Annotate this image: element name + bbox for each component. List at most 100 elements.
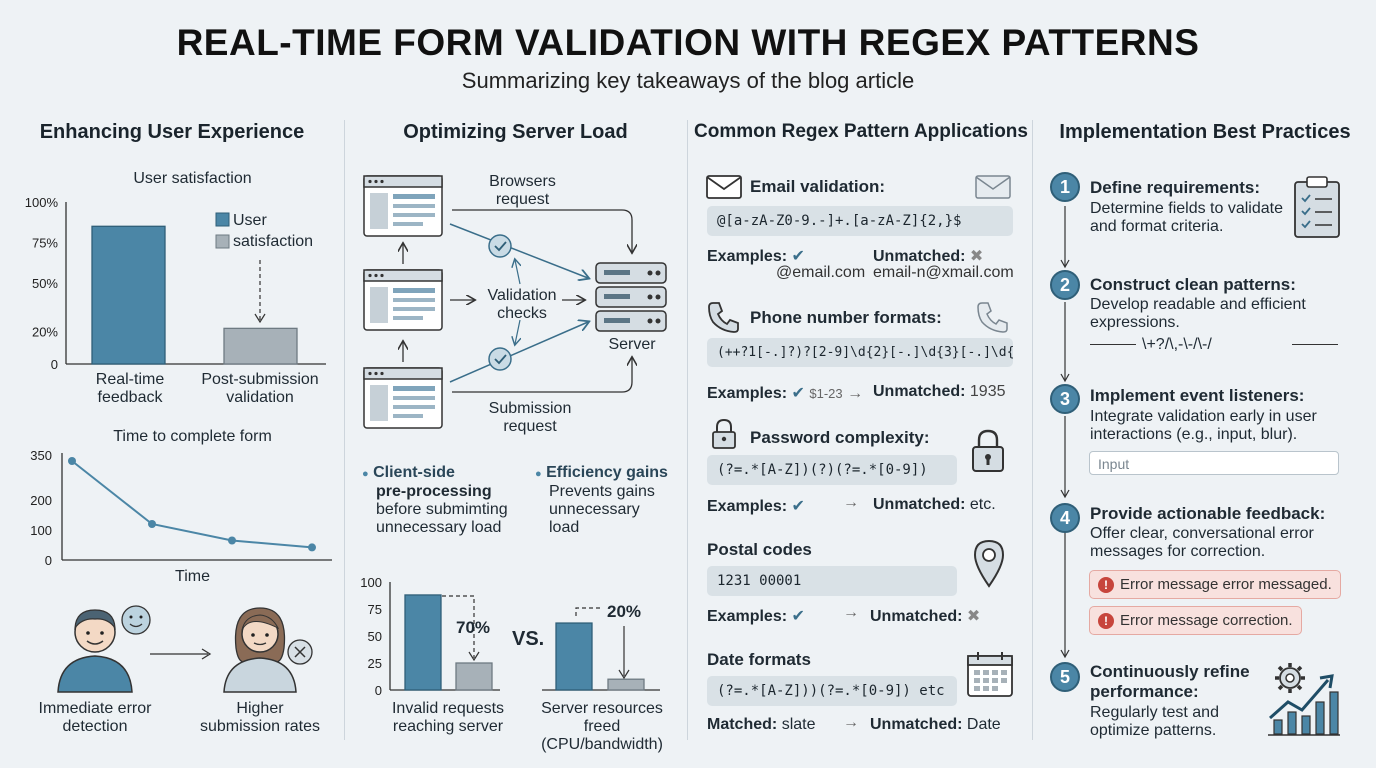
postal-title: Postal codes	[707, 540, 812, 559]
y-tick-label: 50%	[32, 276, 58, 291]
postal-unmatched: Unmatched: ✖	[870, 608, 981, 625]
arrow-right-icon: →	[843, 604, 859, 621]
col4-heading: Implementation Best Practices	[1059, 121, 1351, 143]
demo-input-field[interactable]: Input	[1089, 451, 1339, 475]
bullet-client-side: ● Client-side pre-processing before subm…	[362, 464, 508, 536]
step-number-1: 1	[1050, 172, 1080, 202]
arrow-right-icon	[150, 648, 212, 660]
browser-window-icon	[363, 175, 443, 237]
line-point	[68, 457, 76, 465]
y-tick-label: 75%	[32, 236, 58, 251]
date-unmatched: Unmatched: Date	[870, 716, 1001, 733]
browser-window-icon	[363, 367, 443, 429]
pct-label-70: 70%	[456, 618, 491, 637]
email-example-value: @email.com	[776, 264, 866, 281]
y-tick-label: 20%	[32, 325, 58, 340]
password-unmatched: Unmatched: etc.	[873, 496, 996, 513]
arrow-right-icon: →	[843, 494, 859, 511]
postal-code-example: 1231 00001	[707, 566, 957, 596]
line-point	[148, 520, 156, 528]
y-tick-label: 0	[375, 683, 382, 698]
column-divider	[344, 120, 345, 740]
y-tick-label: 100	[360, 575, 382, 590]
pct-label-20: 20%	[607, 602, 642, 621]
y-tick-label: 0	[51, 357, 58, 372]
line-point	[308, 543, 316, 552]
email-examples: Examples: ✔	[707, 248, 805, 265]
column-divider	[687, 120, 688, 740]
password-title: Password complexity:	[750, 428, 930, 447]
legend-swatch-blue	[215, 212, 230, 227]
woman-user-icon	[223, 607, 297, 693]
bar	[91, 225, 166, 365]
error-message-2: !Error message correction.	[1089, 606, 1302, 635]
bar	[223, 327, 298, 365]
date-matched: Matched: slate	[707, 716, 816, 733]
col3-heading: Common Regex Pattern Applications	[694, 121, 1028, 142]
server-flow-diagram	[363, 175, 667, 429]
phone-regex-code: (++?1[-.]?)?[2-9]\d{2}[-.]\d{3}[-.]\d{4}	[707, 338, 1013, 367]
happy-user-icon	[57, 609, 133, 693]
close-circle-icon	[287, 639, 313, 665]
legend-label-user: User	[233, 212, 267, 229]
user-faces-illustration	[57, 605, 313, 693]
page-title: REAL-TIME FORM VALIDATION WITH REGEX PAT…	[176, 22, 1200, 63]
email-title: Email validation:	[750, 177, 886, 196]
email-unmatched: Unmatched: ✖	[873, 248, 984, 265]
y-tick-label: 100	[30, 523, 52, 538]
check-circle-icon	[488, 234, 512, 258]
step-number-5: 5	[1050, 662, 1080, 692]
column-divider	[1032, 120, 1033, 740]
vs-label: VS.	[512, 628, 545, 650]
col2-heading: Optimizing Server Load	[403, 121, 628, 143]
step-1-title: Define requirements:	[1090, 178, 1261, 197]
step-number-4: 4	[1050, 503, 1080, 533]
phone-examples: Examples: ✔ $1-23 →	[707, 385, 864, 402]
error-message-1: !Error message error messaged.	[1089, 570, 1341, 599]
bar-chart-caption: User satisfaction	[133, 170, 252, 187]
step-2-title: Construct clean patterns:	[1090, 275, 1296, 294]
y-tick-label: 100%	[25, 195, 59, 210]
y-tick-label: 0	[45, 553, 52, 568]
y-tick-label: 200	[30, 493, 52, 508]
bullet-efficiency: ● Efficiency gains Prevents gains unnece…	[535, 464, 668, 536]
calendar-icon	[967, 652, 1013, 697]
envelope-icon	[975, 175, 1011, 199]
email-unmatched-value: email-n@xmail.com	[873, 264, 1014, 281]
phone-title: Phone number formats:	[750, 308, 942, 327]
pattern-snippet: \+?/\,-\-/\-/	[1142, 336, 1212, 353]
step-number-3: 3	[1050, 384, 1080, 414]
bar	[555, 622, 593, 691]
date-regex-code: (?=.*[A-Z]))(?=.*[0-9]) etc	[707, 676, 957, 706]
clipboard-checklist-icon	[1294, 176, 1340, 238]
phone-icon	[977, 302, 1008, 333]
bar	[455, 662, 493, 691]
line-chart-caption: Time to complete form	[113, 428, 272, 445]
envelope-icon	[706, 175, 742, 199]
y-tick-label: 25	[368, 656, 382, 671]
phone-icon	[708, 302, 739, 333]
password-examples: Examples: ✔	[707, 498, 805, 515]
step-4-title: Provide actionable feedback:	[1090, 504, 1326, 523]
phone-unmatched: Unmatched: 1935	[873, 383, 1006, 400]
user-satisfaction-chart: 0 20% 50% 75% 100%	[25, 195, 326, 372]
line-chart-xlabel: Time	[175, 568, 210, 585]
step-number-2: 2	[1050, 270, 1080, 300]
email-regex-code: @[a-zA-Z0-9.-]+.[a-zA-Z]{2,}$	[707, 206, 1013, 236]
gear-icon	[1275, 663, 1305, 693]
check-circle-icon	[488, 347, 512, 371]
